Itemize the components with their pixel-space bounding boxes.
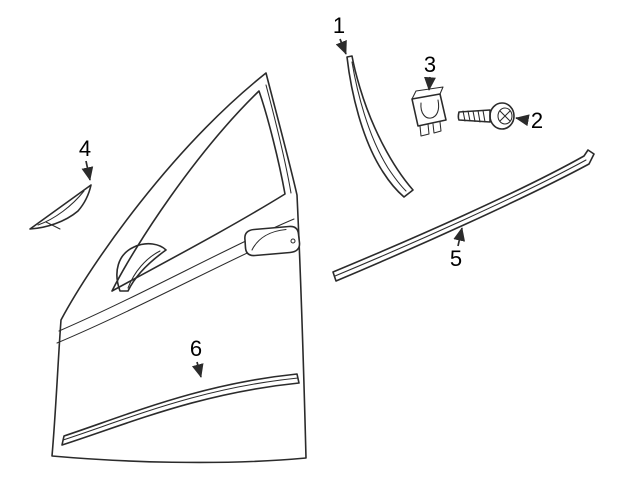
callout-1-arrow	[335, 38, 347, 55]
callout-3-label: 3	[424, 52, 436, 77]
pillar-applique-edge-line	[351, 61, 407, 192]
callout-6-label: 6	[190, 336, 202, 361]
belt-molding-outline	[332, 149, 595, 282]
clip-foot-left	[419, 123, 430, 137]
window-opening	[111, 90, 286, 292]
clip-body	[411, 93, 447, 127]
screw-drive-cross	[499, 110, 511, 122]
lower-molding-outline	[61, 373, 300, 446]
screw-head	[489, 102, 515, 130]
door-outer-edge	[51, 72, 307, 464]
lower-molding-edge-line	[62, 377, 299, 441]
callout-4: 4	[79, 136, 94, 181]
corner-applique-detail	[45, 221, 61, 230]
callout-5-arrow	[453, 227, 466, 247]
callout-5-label: 5	[450, 246, 462, 271]
clip-u-slot	[420, 99, 440, 119]
callout-1-label: 1	[333, 13, 345, 38]
callout-2-label: 2	[531, 108, 543, 133]
callout-3-arrow	[424, 76, 436, 91]
part-4-corner-applique	[29, 184, 92, 230]
clip-top-face	[411, 86, 444, 100]
screw-threads	[462, 109, 486, 123]
callout-3: 3	[424, 52, 436, 91]
part-5-belt-molding	[332, 149, 595, 282]
mirror-mount-patch	[116, 242, 167, 292]
callout-5: 5	[450, 227, 466, 271]
part-3-retainer-clip	[411, 86, 447, 137]
callout-6-arrow	[191, 361, 204, 378]
door-handle	[244, 225, 301, 257]
callout-1: 1	[333, 13, 347, 55]
screw-head-face	[497, 107, 513, 125]
callout-2: 2	[515, 108, 543, 133]
clip-foot-right	[432, 121, 442, 134]
corner-applique-fold-line	[37, 190, 85, 226]
corner-applique-outline	[29, 184, 92, 230]
belt-molding-edge-line	[334, 159, 587, 277]
front-door-outline	[51, 72, 307, 464]
callout-6: 6	[190, 336, 204, 378]
part-1-pillar-applique	[346, 55, 414, 198]
door-handle-grip-line	[251, 228, 287, 251]
window-frame-inner-line	[265, 84, 292, 194]
callout-4-label: 4	[79, 136, 91, 161]
part-2-screw	[457, 102, 515, 130]
pillar-applique-outline	[346, 55, 414, 198]
door-lock-cylinder	[290, 238, 296, 244]
callout-2-arrow	[515, 114, 530, 127]
callout-4-arrow	[81, 160, 94, 181]
part-6-lower-molding	[61, 373, 300, 446]
mirror-mount-detail	[127, 250, 161, 289]
